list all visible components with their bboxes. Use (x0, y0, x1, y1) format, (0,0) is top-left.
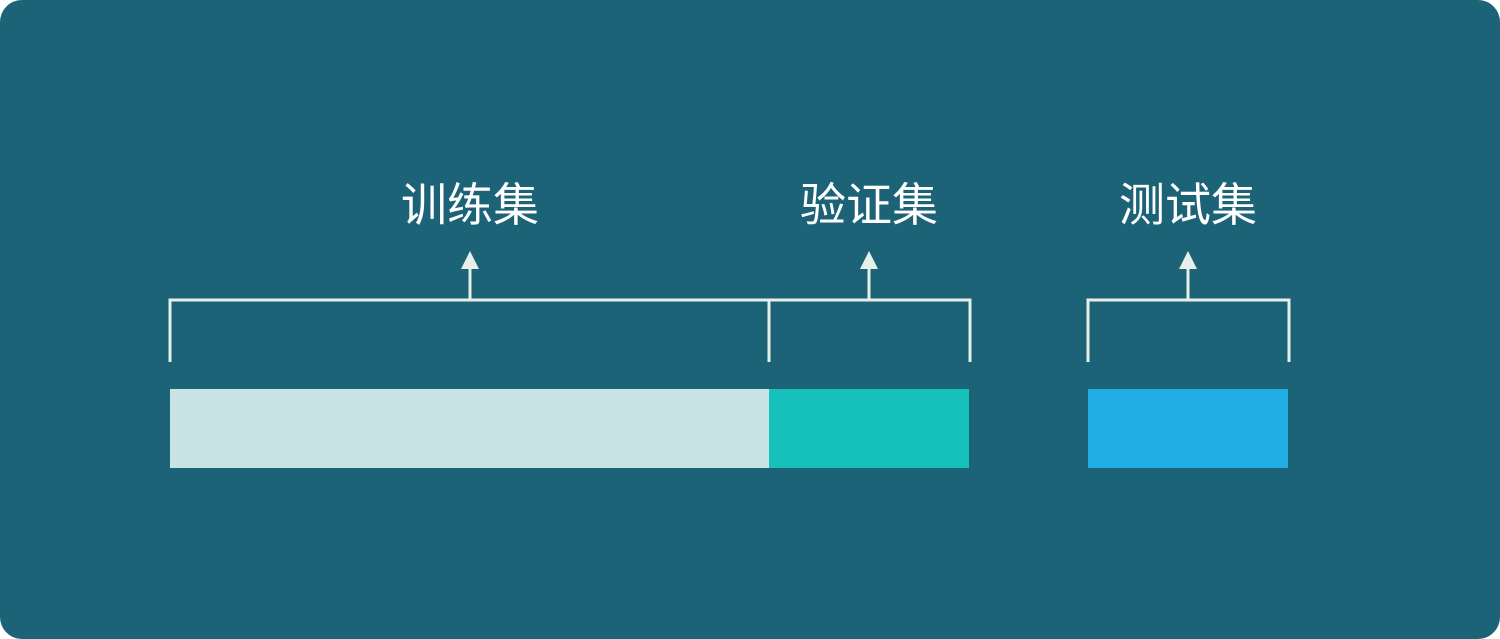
test-arrow-icon (1179, 251, 1197, 269)
train-set-label: 训练集 (401, 178, 539, 232)
validation-arrow-icon (860, 251, 878, 269)
train-bar (170, 389, 769, 468)
train-arrow-icon (461, 251, 479, 269)
validation-set-label: 验证集 (800, 178, 938, 232)
validation-bar (769, 389, 969, 468)
validation-bracket (769, 268, 972, 362)
test-bar (1088, 389, 1288, 468)
test-set-label: 测试集 (1119, 178, 1257, 232)
train-bracket (168, 268, 771, 362)
test-bracket (1086, 268, 1291, 362)
